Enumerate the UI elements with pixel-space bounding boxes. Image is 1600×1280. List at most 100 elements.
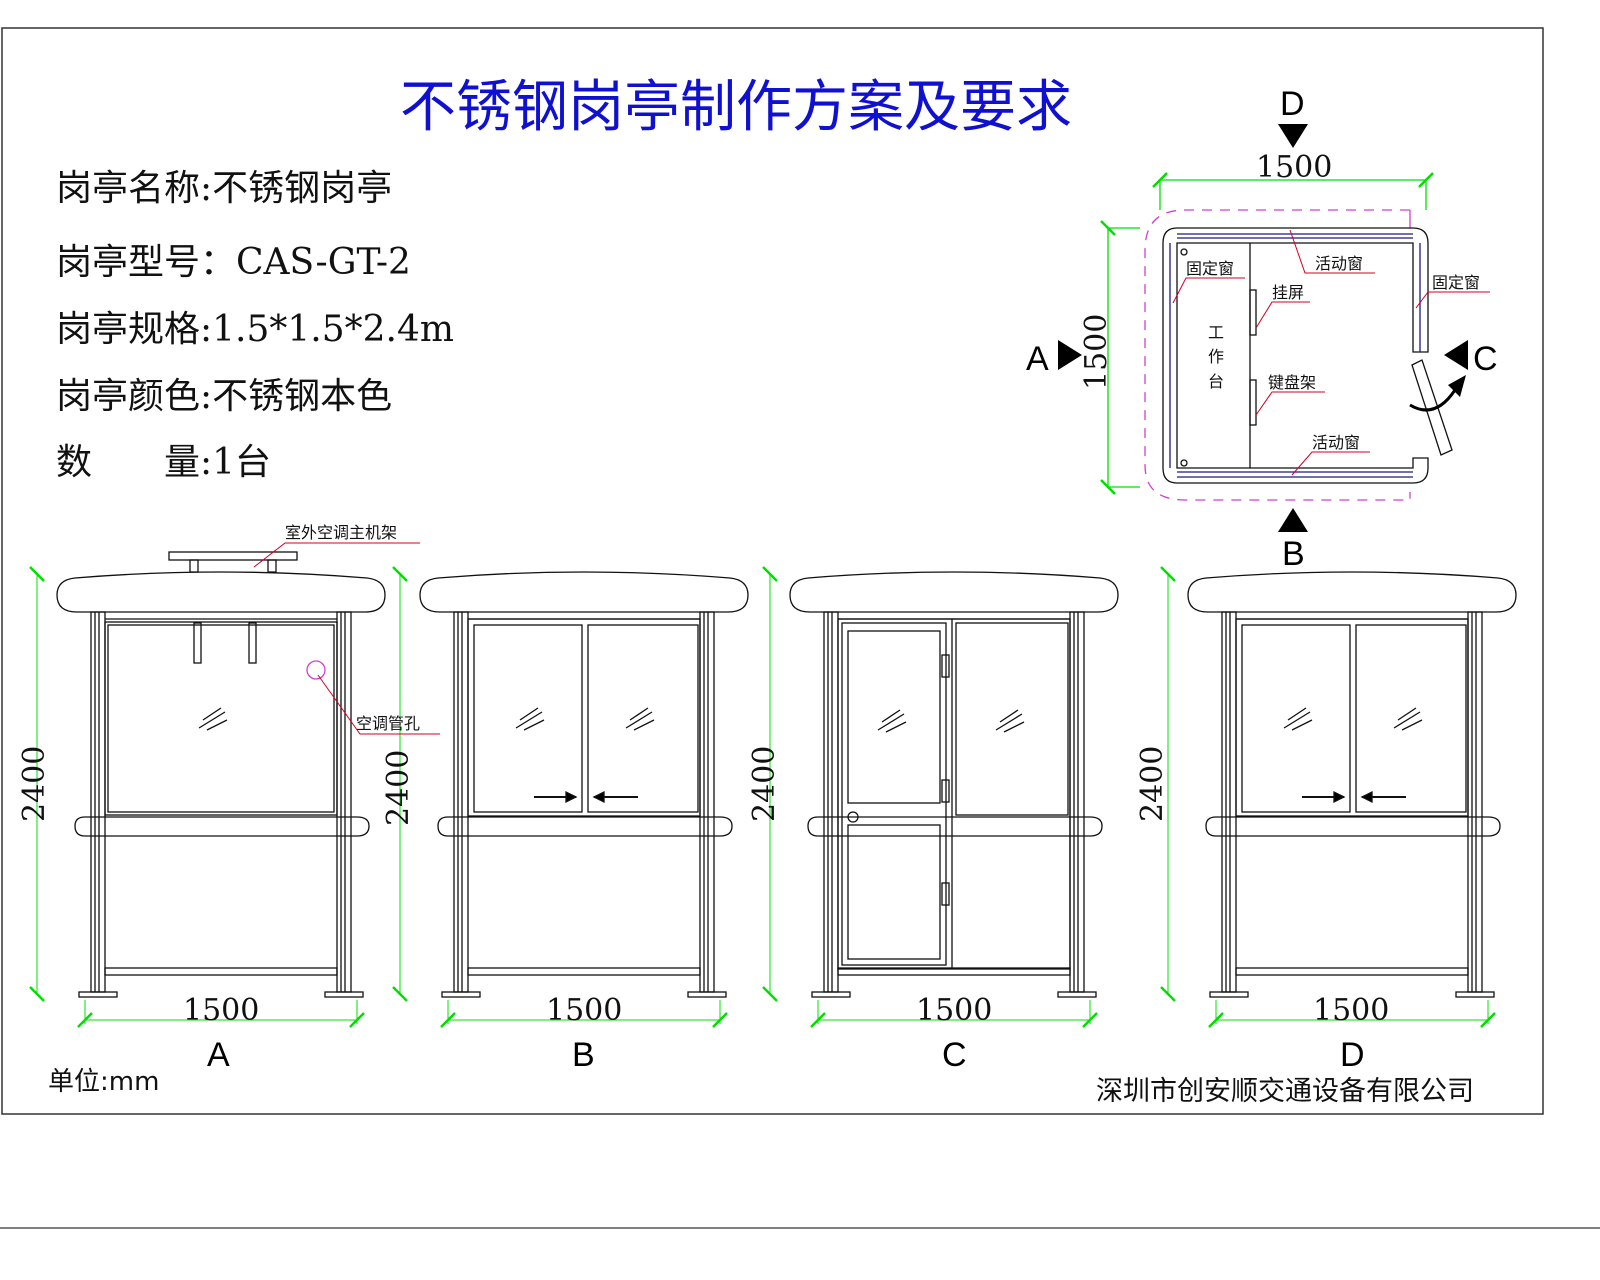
door-hinge bbox=[941, 882, 950, 906]
ac-bracket bbox=[168, 551, 298, 561]
annotation-ac-pipe-hole: 空调管孔 bbox=[356, 714, 420, 733]
view-label-b: B bbox=[1282, 535, 1305, 573]
plan-keyboard-rack bbox=[1249, 379, 1257, 426]
info-value: 1台 bbox=[212, 442, 271, 483]
front-frame bbox=[837, 618, 1071, 970]
view-label-d: D bbox=[1280, 85, 1305, 123]
plan-leaders bbox=[1172, 229, 1490, 476]
view-label-c: C bbox=[1473, 340, 1498, 378]
glass-glint bbox=[1397, 707, 1417, 721]
glass-glint bbox=[1003, 721, 1025, 733]
counter-sill bbox=[1205, 816, 1501, 837]
dimension-tick bbox=[712, 1012, 728, 1028]
plan-labels: 1500 1500 D B A C 固定窗 活动窗 固定窗 挂屏 键盘架 活动窗… bbox=[1026, 85, 1498, 573]
glass-glint bbox=[995, 713, 1023, 731]
info-label: 岗亭名称: bbox=[56, 168, 212, 209]
dimension-tick bbox=[440, 1012, 456, 1028]
glass-glint bbox=[523, 719, 545, 731]
window-frame bbox=[467, 618, 701, 817]
elevation-b-height: 2400 bbox=[381, 750, 416, 826]
elevation-b-width: 1500 bbox=[546, 993, 622, 1028]
counter-sill bbox=[437, 816, 733, 837]
annotation-keyboard-rack: 键盘架 bbox=[1268, 373, 1316, 392]
elevation-d bbox=[1160, 566, 1517, 1028]
dimension-tick bbox=[1160, 986, 1176, 1002]
annotation-ac-bracket: 室外空调主机架 bbox=[285, 523, 397, 542]
counter-sill bbox=[807, 816, 1103, 837]
door-lock-icon bbox=[847, 811, 859, 823]
glass-glint bbox=[515, 711, 543, 729]
svg-text:岗亭颜色:不锈钢本色: 岗亭颜色:不锈钢本色 bbox=[56, 376, 392, 417]
plan-depth-label: 1500 bbox=[1079, 314, 1114, 390]
fixed-window bbox=[955, 622, 1069, 816]
glass-glint bbox=[629, 707, 649, 721]
info-label: 岗亭规格: bbox=[56, 309, 212, 350]
ac-bracket-leg bbox=[189, 559, 199, 573]
bottom-rail bbox=[467, 967, 701, 976]
glass-glint bbox=[1393, 711, 1421, 729]
elevation-b-label: B bbox=[572, 1036, 595, 1074]
elevation-d-height: 2400 bbox=[1135, 746, 1170, 822]
plan-bolt bbox=[1180, 459, 1188, 467]
dimension-tick bbox=[1480, 1012, 1496, 1028]
glass-glint bbox=[202, 707, 222, 721]
bottom-rail bbox=[1235, 967, 1469, 976]
post-foot bbox=[687, 991, 727, 998]
elevation-c-label: C bbox=[942, 1036, 967, 1074]
unit-note: 单位:mm bbox=[48, 1067, 159, 1097]
elevation-d-label: D bbox=[1340, 1036, 1365, 1074]
plan-roof-outline-hidden bbox=[1144, 209, 1411, 501]
window-frame bbox=[1235, 618, 1469, 817]
sheet-border bbox=[1, 27, 1544, 1115]
post-foot bbox=[1209, 991, 1249, 998]
glass-glint bbox=[198, 711, 226, 729]
sliding-pane-left bbox=[1241, 624, 1351, 813]
annotation-sliding-window-top: 活动窗 bbox=[1315, 254, 1363, 273]
info-value: CAS-GT-2 bbox=[236, 242, 411, 283]
roof bbox=[789, 571, 1119, 613]
annotation-workbench: 台 bbox=[1208, 372, 1224, 391]
view-arrow-a-icon bbox=[1058, 340, 1082, 370]
bottom-rail bbox=[837, 967, 1071, 976]
dimension-tick bbox=[1082, 1012, 1098, 1028]
plan-outer-wall bbox=[1162, 227, 1429, 484]
door-lower-panel bbox=[847, 824, 941, 960]
elevation-c-height: 2400 bbox=[747, 746, 782, 822]
dimension-tick bbox=[392, 986, 408, 1002]
glass-glint bbox=[1401, 719, 1423, 731]
dimension-tick bbox=[349, 1012, 365, 1028]
dimension-tick bbox=[29, 566, 45, 582]
info-value: 不锈钢岗亭 bbox=[212, 168, 392, 209]
view-arrow-c-icon bbox=[1444, 340, 1468, 370]
company-name: 深圳市创安顺交通设备有限公司 bbox=[1096, 1076, 1474, 1107]
post bbox=[90, 611, 106, 993]
annotation-sliding-window-bottom: 活动窗 bbox=[1312, 433, 1360, 452]
dimension-tick bbox=[77, 1012, 93, 1028]
plan-open-door bbox=[1411, 359, 1453, 456]
view-arrow-b-icon bbox=[1278, 508, 1308, 532]
view-arrow-d-icon bbox=[1278, 124, 1308, 148]
elevation-d-width: 1500 bbox=[1313, 993, 1389, 1028]
plan-width-dimension bbox=[1152, 172, 1434, 210]
svg-text:岗亭型号：CAS-GT-2: 岗亭型号：CAS-GT-2 bbox=[56, 242, 411, 283]
annotation-fixed-window-left: 固定窗 bbox=[1186, 259, 1234, 278]
slide-arrowhead-icon bbox=[592, 790, 605, 804]
door-swing-arrowhead-icon bbox=[1448, 375, 1466, 397]
sliding-pane-left bbox=[473, 624, 583, 813]
post-foot bbox=[1455, 991, 1495, 998]
leader-line bbox=[253, 542, 420, 568]
svg-text:岗亭规格:1.5*1.5*2.4m: 岗亭规格:1.5*1.5*2.4m bbox=[56, 309, 454, 350]
post-foot bbox=[441, 991, 481, 998]
glass-glint bbox=[1283, 711, 1311, 729]
view-label-a: A bbox=[1026, 340, 1049, 378]
glass-glint bbox=[881, 709, 901, 723]
glass-glint bbox=[206, 719, 228, 731]
post bbox=[699, 611, 715, 993]
info-value: 1.5*1.5*2.4m bbox=[212, 309, 454, 350]
glass-glint bbox=[885, 721, 907, 733]
fixed-window bbox=[104, 621, 338, 816]
elevation-c-width: 1500 bbox=[916, 993, 992, 1028]
roof bbox=[419, 571, 749, 613]
roof bbox=[56, 571, 386, 613]
glass-glint bbox=[1287, 707, 1307, 721]
